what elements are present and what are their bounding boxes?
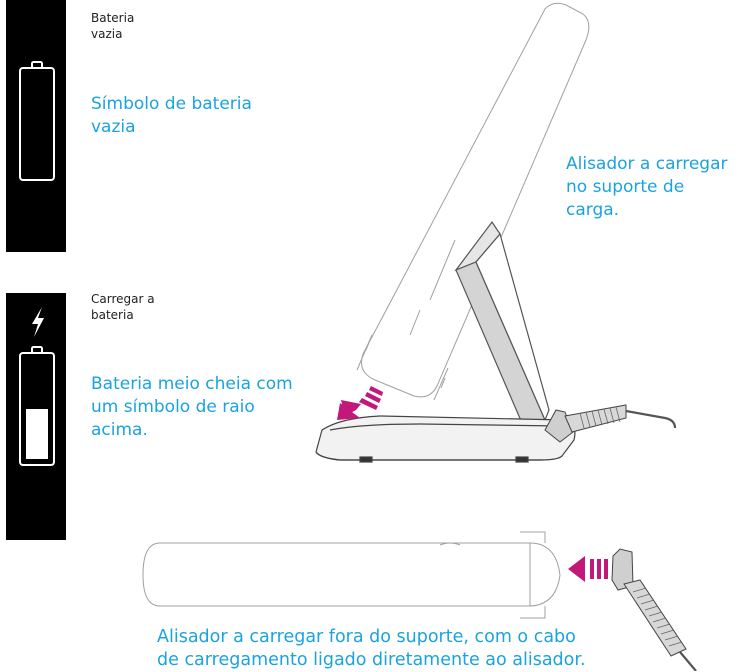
straightener-on-dock <box>356 2 590 401</box>
battery-charge-level <box>26 409 48 459</box>
battery-half-icon <box>19 352 55 466</box>
straightener-off-dock <box>142 531 561 619</box>
cable-caption: Alisador a carregar fora do suporte, com… <box>157 627 586 670</box>
left-arrow-icon <box>568 556 608 582</box>
lightning-icon <box>32 307 44 337</box>
battery-empty-icon <box>19 61 55 181</box>
empty-battery-label: Bateria vazia <box>91 11 135 41</box>
dock-arm <box>454 220 551 443</box>
charging-battery-caption: Bateria meio cheia com um símbolo de rai… <box>91 374 293 440</box>
charging-battery-label: Carregar a bateria <box>91 292 155 322</box>
empty-battery-caption: Símbolo de bateria vazia <box>91 94 252 137</box>
empty-battery-panel <box>6 0 66 252</box>
dock-base <box>315 415 576 463</box>
dock-caption: Alisador a carregar no suporte de carga. <box>566 154 728 220</box>
dock-cable <box>544 404 677 443</box>
down-arrow-icon <box>337 386 383 420</box>
charging-battery-panel <box>6 293 66 540</box>
direct-cable <box>611 548 697 671</box>
charging-battery-graphic <box>19 307 55 466</box>
